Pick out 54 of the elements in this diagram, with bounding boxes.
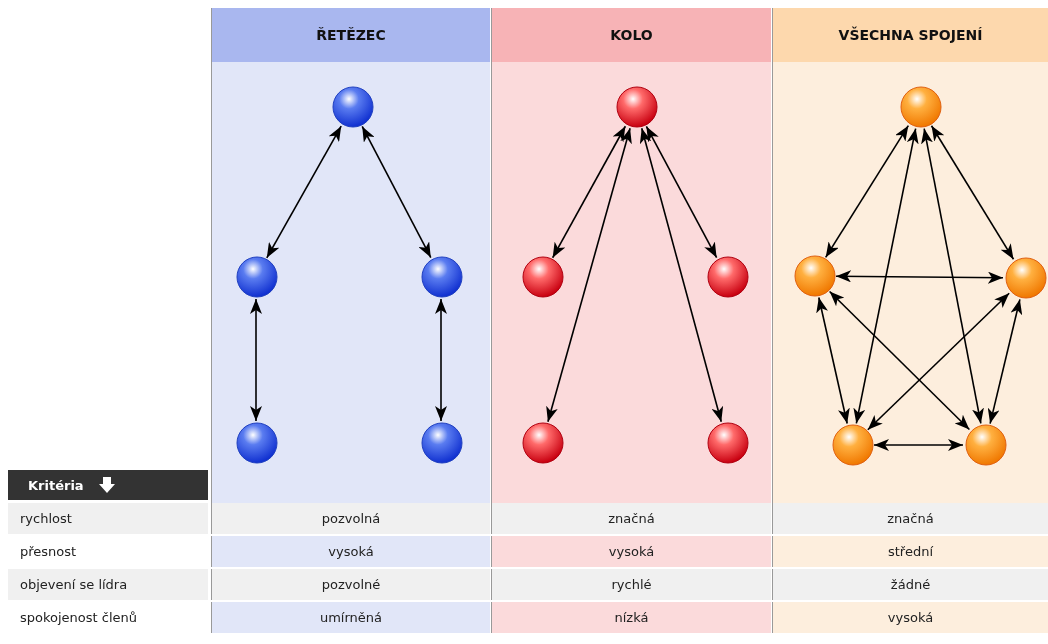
rating-value: nízká [491, 602, 771, 633]
circle-node [900, 86, 942, 128]
column-panel [772, 8, 1048, 503]
double-arrow [361, 125, 432, 259]
circle-node [794, 255, 836, 297]
double-arrow [867, 292, 1010, 431]
double-arrow [853, 127, 919, 425]
circle-node [616, 86, 658, 128]
double-arrow [828, 290, 971, 431]
circle-node [832, 424, 874, 466]
criterion-label: objevení se lídra [8, 569, 208, 600]
double-arrow [645, 125, 718, 259]
double-arrow [835, 270, 1004, 284]
rating-value: vysoká [211, 536, 490, 567]
rating-value: vysoká [772, 602, 1048, 633]
circle-node [236, 256, 278, 298]
column-header: ŘETĚZEC [212, 8, 490, 62]
rating-value: značná [491, 503, 771, 534]
double-arrow [987, 298, 1023, 425]
circle-node [1005, 257, 1047, 299]
circle-node [965, 424, 1007, 466]
double-arrow [873, 439, 964, 451]
double-arrow [824, 124, 910, 259]
circle-node [332, 86, 374, 128]
double-arrow [930, 124, 1015, 261]
double-arrow [816, 296, 850, 425]
rating-value: vysoká [491, 536, 771, 567]
circle-node [707, 256, 749, 298]
circle-node [421, 256, 463, 298]
column-panel [491, 8, 771, 503]
double-arrow [639, 127, 724, 423]
rating-value: pozvolné [211, 569, 490, 600]
rating-value: značná [772, 503, 1048, 534]
rating-value: rychlé [491, 569, 771, 600]
circle-node [421, 422, 463, 464]
double-arrow [921, 127, 984, 425]
criterion-label: rychlost [8, 503, 208, 534]
circle-node [236, 422, 278, 464]
circle-node [522, 256, 564, 298]
rating-value: střední [772, 536, 1048, 567]
rating-value: pozvolná [211, 503, 490, 534]
column-panel [211, 8, 490, 503]
double-arrow [250, 298, 262, 422]
double-arrow [546, 127, 632, 423]
double-arrow [266, 125, 342, 259]
column-header: VŠECHNA SPOJENÍ [773, 8, 1048, 62]
rating-value: žádné [772, 569, 1048, 600]
circle-node [707, 422, 749, 464]
column-header: KOLO [492, 8, 771, 62]
double-arrow [551, 125, 627, 259]
rating-value: umírněná [211, 602, 490, 633]
header-label: Kritéria [28, 477, 84, 493]
circle-node [522, 422, 564, 464]
double-arrow [435, 298, 447, 422]
